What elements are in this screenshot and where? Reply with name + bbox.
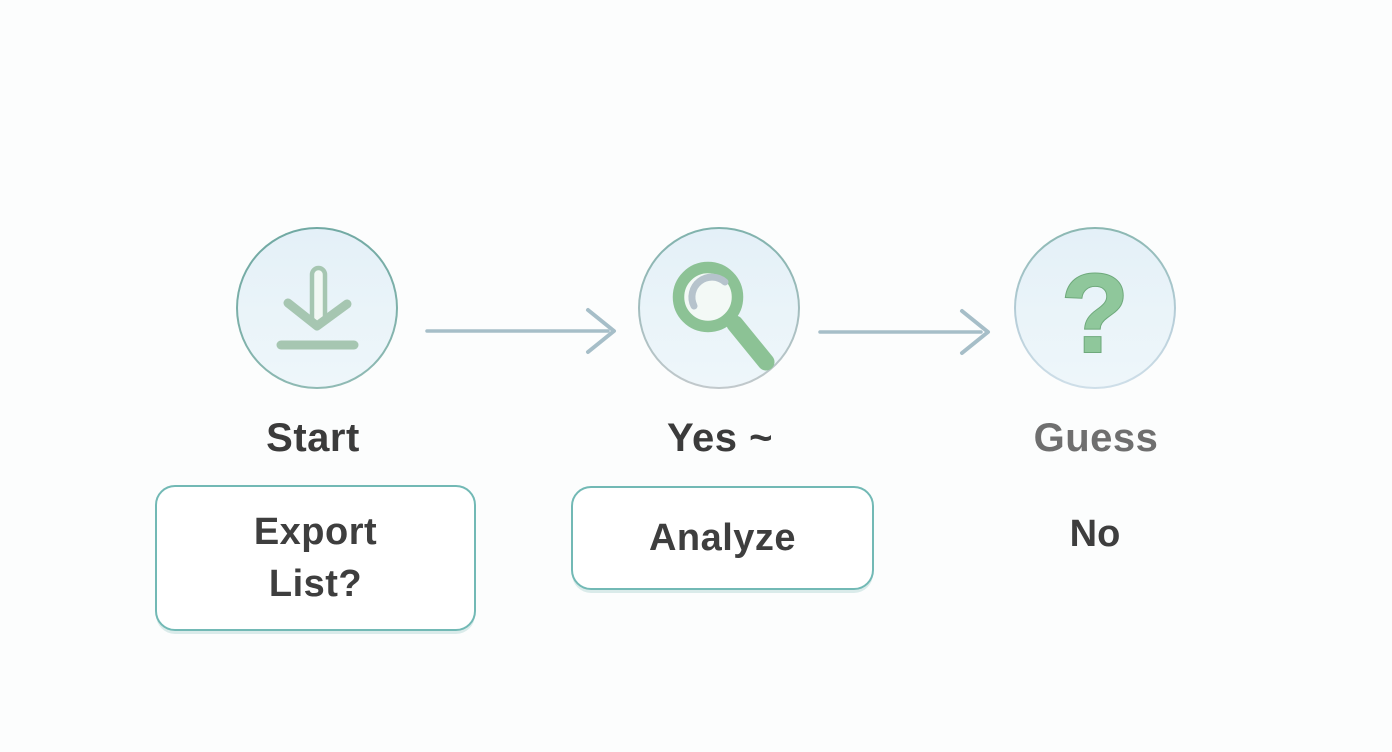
question-mark-icon: ? bbox=[1060, 250, 1130, 377]
magnifier-icon bbox=[672, 261, 775, 371]
node-start-label: Start bbox=[266, 416, 360, 460]
analyze-box-line1: Analyze bbox=[648, 517, 797, 559]
node-yes-label: Yes ~ bbox=[667, 416, 773, 460]
export-list-box: Export List? bbox=[155, 485, 476, 631]
node-start-fill bbox=[238, 229, 396, 387]
lens-highlight bbox=[688, 273, 729, 310]
arrow-start-to-yes bbox=[425, 308, 616, 354]
question-glyph: ? bbox=[1061, 251, 1129, 376]
arrow-yes-to-guess bbox=[818, 309, 990, 355]
node-guess-circle: ? bbox=[1014, 227, 1176, 389]
download-icon bbox=[276, 265, 359, 350]
no-label: No bbox=[1069, 513, 1121, 555]
node-yes-circle bbox=[638, 227, 800, 389]
node-start-circle bbox=[236, 227, 398, 389]
analyze-box: Analyze bbox=[571, 486, 874, 590]
node-yes-fill bbox=[640, 229, 798, 387]
node-guess-label: Guess bbox=[1033, 416, 1159, 460]
export-list-box-line1: Export bbox=[253, 511, 378, 553]
node-guess-fill: ? bbox=[1016, 229, 1174, 387]
export-list-box-line2: List? bbox=[268, 563, 363, 605]
